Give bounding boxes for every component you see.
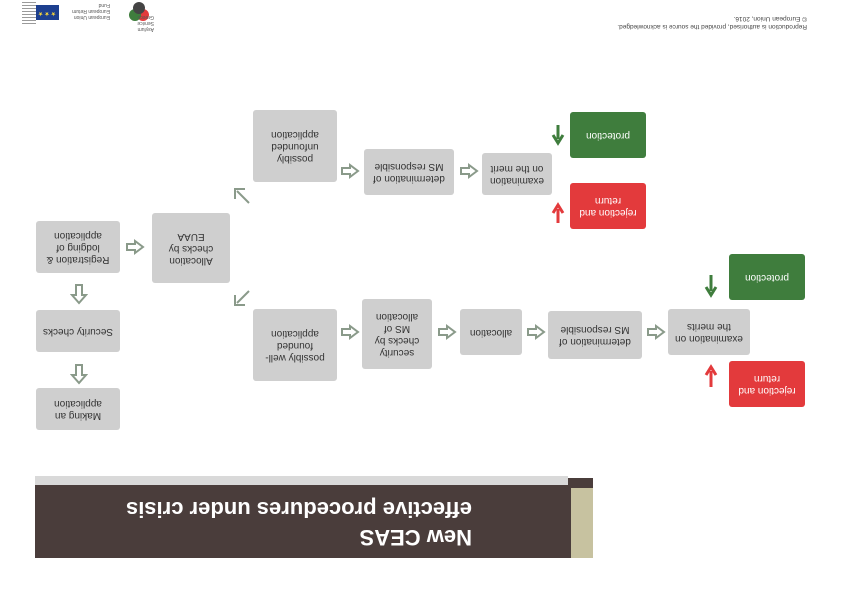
copyright-line-1: Reproduction is authorised, provided the… [617,23,807,30]
arrow-protection-upper-icon [549,123,567,147]
page-title-line-2: effective procedures under crisis [125,497,472,522]
arrow-upper-branch-icon [231,185,253,207]
arrow-protection-lower-icon [702,273,720,299]
arrow-rejection-upper-icon [549,201,567,225]
copyright-notice: Reproduction is authorised, provided the… [607,14,807,30]
partner-logo-icon [129,2,149,21]
eu-flag-icon: ★★★ [35,5,59,20]
arrow-rejection-lower-icon [702,363,720,389]
arrow-upper-2-icon [459,163,479,179]
title-top-stripe [35,476,568,485]
allocation-euaa-box: Allocation checks by EUAA [152,213,230,283]
arrow-lower-3-icon [526,324,546,340]
possibly-wellfounded-box: possibly well-founded application [253,309,337,381]
determination-upper-box: determination of MS responsible [364,149,454,195]
eu-logo-text: European Union European Return Fund [71,2,110,20]
arrow-lower-4-icon [646,324,666,340]
title-accent-bar [571,488,593,558]
rejection-lower-box: rejection and return [729,361,805,407]
arrow-up-2-icon [70,283,88,305]
page-title-line-1: New CEAS [359,525,472,550]
arrow-to-allocation-icon [125,239,145,255]
arrow-lower-2-icon [437,324,457,340]
protection-upper-box: protection [570,112,646,158]
security-ms-box: security checks by MS of allocation [362,299,432,369]
copyright-line-2: © European Union, 2016. [733,15,807,22]
arrow-up-1-icon [70,363,88,385]
arrow-lower-1-icon [340,324,360,340]
exam-lower-box: examination on the merits [668,309,750,355]
allocation-box: allocation [460,309,522,355]
exam-upper-box: examination on the merit [482,153,552,195]
security-checks-box: Security checks [36,310,120,352]
arrow-lower-branch-icon [231,287,253,309]
partner-logo-text: Asylum Service Greece [137,14,154,32]
making-application-box: Making an application [36,388,120,430]
arrow-upper-1-icon [340,163,360,179]
registration-box: Registration & lodging of application [36,221,120,273]
eu-stripes-icon [22,0,36,24]
rejection-upper-box: rejection and return [570,183,646,229]
possibly-unfounded-box: possibly unfounded application [253,110,337,182]
determination-lower-box: determination of MS responsible [548,311,642,359]
protection-lower-box: protection [729,254,805,300]
page-title: New CEAS effective procedures under cris… [52,495,472,551]
